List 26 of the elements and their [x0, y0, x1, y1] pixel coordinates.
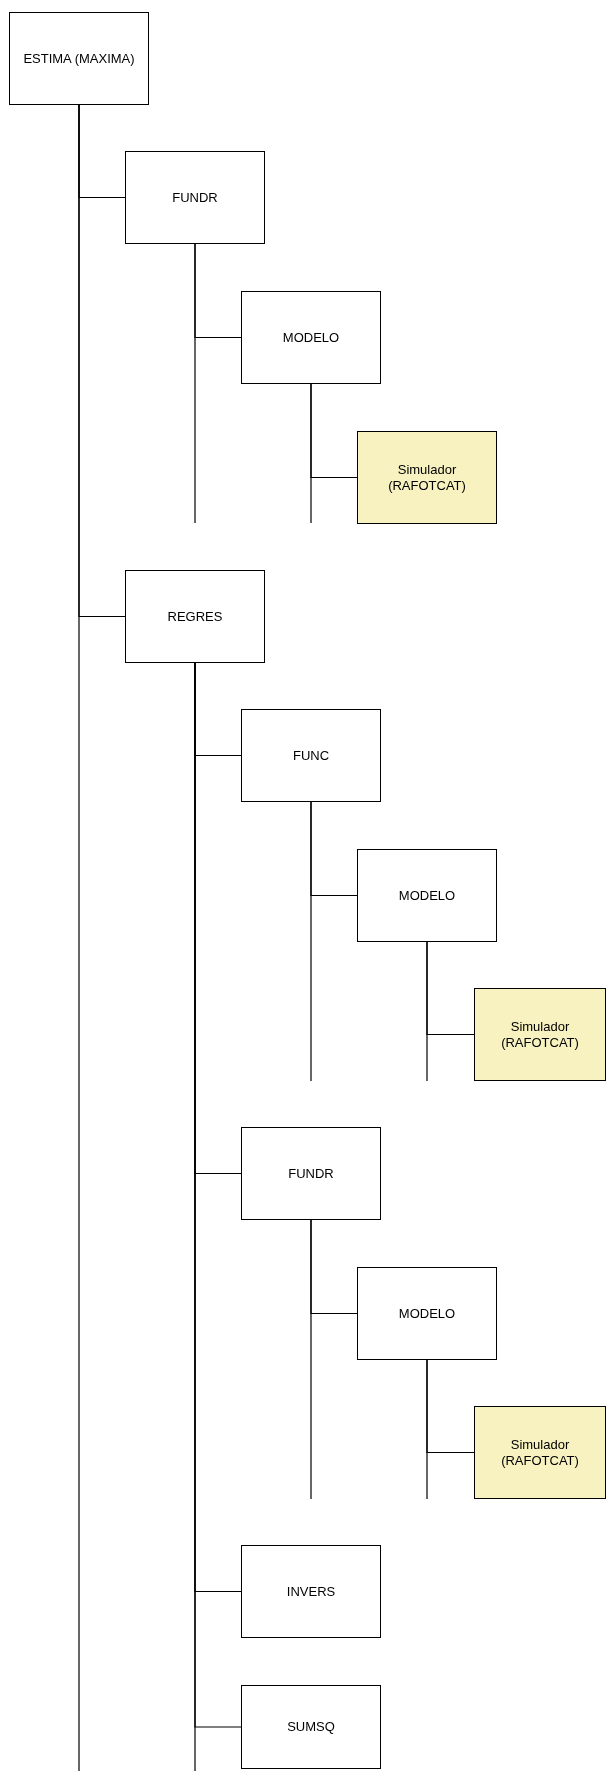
process-box — [357, 431, 497, 524]
box-label: FUNC — [292, 747, 330, 764]
box-label: ESTIMA (MAXIMA) — [23, 50, 135, 67]
process-box — [125, 570, 265, 663]
box-label: Simulador (RAFOTCAT) — [500, 1018, 580, 1051]
box-label: MODELO — [282, 329, 340, 346]
process-box — [125, 151, 265, 244]
process-box — [241, 1127, 381, 1220]
process-box — [9, 12, 149, 105]
box-label: REGRES — [167, 608, 223, 625]
box-label: Simulador (RAFOTCAT) — [387, 461, 467, 494]
box-label: Simulador (RAFOTCAT) — [500, 1436, 580, 1469]
box-label: SUMSQ — [287, 1719, 335, 1735]
process-box — [241, 1545, 381, 1638]
process-box — [241, 1685, 381, 1769]
box-label: MODELO — [398, 887, 456, 904]
process-box — [241, 291, 381, 384]
process-box — [357, 849, 497, 942]
process-box — [241, 709, 381, 802]
process-box — [357, 1267, 497, 1360]
box-label: INVERS — [286, 1583, 336, 1600]
process-box — [474, 1406, 606, 1499]
box-label: MODELO — [398, 1305, 456, 1322]
box-label: FUNDR — [288, 1165, 334, 1182]
box-label: FUNDR — [172, 189, 218, 206]
process-box — [474, 988, 606, 1081]
